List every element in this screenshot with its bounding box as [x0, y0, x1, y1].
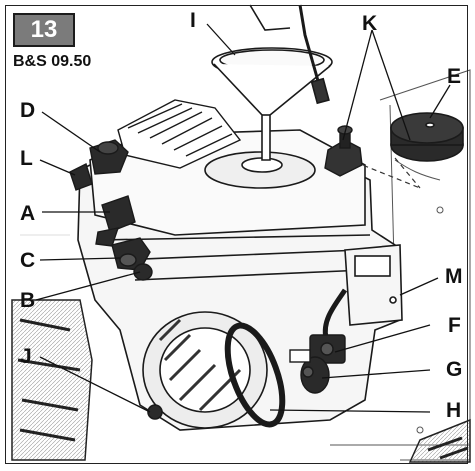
callout-I: I: [190, 9, 196, 32]
callout-B: B: [20, 289, 36, 312]
callout-A: A: [20, 202, 36, 225]
throttle-cable: [249, 4, 330, 105]
callout-K: K: [362, 12, 378, 35]
callout-L: L: [20, 147, 33, 170]
wheel-right: [408, 418, 471, 463]
callout-J: J: [20, 345, 32, 368]
figure-number-badge: 13: [13, 13, 75, 47]
callout-F: F: [448, 314, 461, 337]
throttle-lever: [111, 237, 151, 271]
callout-H: H: [446, 399, 462, 422]
engine-model-label: B&S 09.50: [13, 53, 92, 70]
starter-housing: [344, 244, 403, 326]
electric-starter: [289, 288, 348, 394]
callout-G: G: [446, 358, 463, 381]
starter-handle: [224, 322, 286, 428]
callout-leader-lines: [35, 23, 451, 413]
wheel-left: [11, 299, 93, 461]
callout-E: E: [447, 65, 462, 88]
callout-D: D: [20, 99, 36, 122]
callout-M: M: [445, 265, 463, 288]
fuel-shutoff-knob: [69, 139, 129, 191]
funnel: [211, 47, 333, 161]
primer-button: [133, 263, 153, 281]
callout-C: C: [20, 249, 36, 272]
figure-border: [5, 5, 468, 464]
